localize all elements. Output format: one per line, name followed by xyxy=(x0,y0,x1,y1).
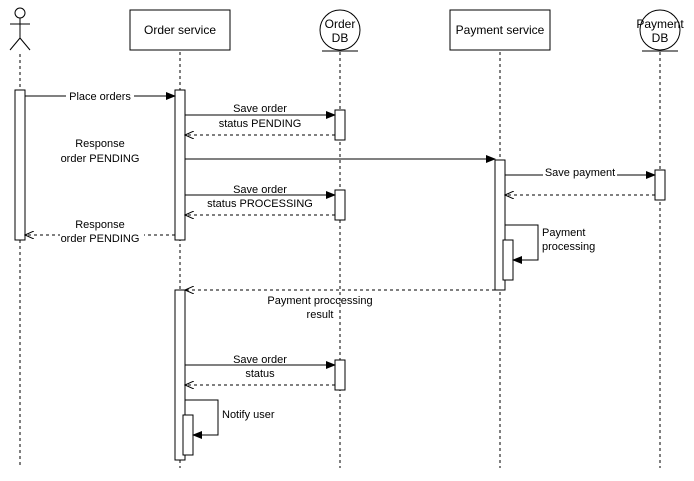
label-save-processing-2: status PROCESSING xyxy=(207,198,313,210)
label-save-processing-1: Save order xyxy=(233,184,287,196)
activation-actor xyxy=(14,89,26,241)
label-processing-result-2: result xyxy=(307,309,334,321)
label-payment-processing-2: processing xyxy=(542,241,595,253)
order-db-label-1: Order xyxy=(325,17,356,31)
messages xyxy=(25,92,656,439)
label-processing-result-1: Payment proccessing xyxy=(267,295,372,307)
label-response-top-1: Response xyxy=(75,138,125,150)
label-response-top-2: order PENDING xyxy=(61,153,140,165)
activation-order-db-3 xyxy=(334,359,346,391)
label-payment-processing-1: Payment xyxy=(542,227,585,239)
activation-order-service-2 xyxy=(174,289,186,461)
activation-order-self xyxy=(182,414,194,456)
label-place-orders: Place orders xyxy=(69,91,131,103)
activation-order-db-2 xyxy=(334,189,346,221)
payment-service-box xyxy=(449,9,551,51)
order-service-label: Order service xyxy=(144,23,216,37)
msg-payment-processing-self xyxy=(505,224,539,264)
activation-payment-self xyxy=(502,239,514,281)
order-db-label-2: DB xyxy=(332,31,349,45)
label-save-pending-1: Save order xyxy=(233,103,287,115)
activation-payment-db xyxy=(654,169,666,201)
label-save-pending-2: status PENDING xyxy=(219,118,302,130)
actor-icon xyxy=(9,7,31,51)
payment-service-label: Payment service xyxy=(456,23,545,37)
payment-db-label-2: DB xyxy=(652,31,669,45)
activation-bars xyxy=(14,89,666,461)
payment-db-label-1: Payment xyxy=(636,17,684,31)
order-service-box xyxy=(129,9,231,51)
label-save-payment: Save payment xyxy=(545,167,615,179)
label-response-bottom-1: Response xyxy=(75,219,125,231)
label-save-status-2: status xyxy=(245,368,275,380)
activation-order-db-1 xyxy=(334,109,346,141)
label-notify-user: Notify user xyxy=(222,409,275,421)
payment-db-entity: Payment DB xyxy=(636,9,684,52)
label-save-status-1: Save order xyxy=(233,354,287,366)
order-db-entity: Order DB xyxy=(319,9,361,52)
label-response-bottom-2: order PENDING xyxy=(61,233,140,245)
msg-notify-user-self xyxy=(185,399,219,439)
message-labels: Place orders Save order status PENDING R… xyxy=(60,89,617,421)
activation-order-service-1 xyxy=(174,89,186,241)
